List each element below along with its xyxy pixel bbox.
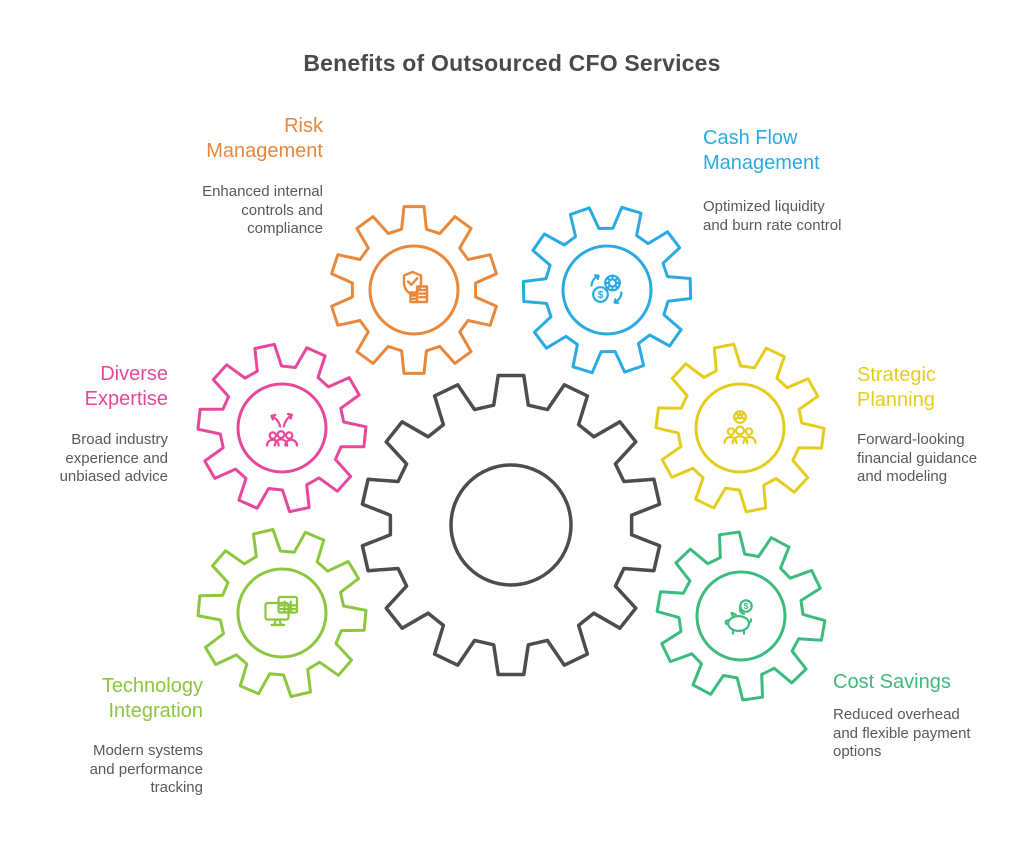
gear-technology-integration — [196, 528, 368, 698]
item-title-cash-flow-management: Cash Flow Management — [703, 127, 820, 174]
dollar-glyph: $ — [598, 289, 604, 301]
item-description-risk-management: Enhanced internal controls and complianc… — [202, 183, 323, 237]
gear-cost-savings: $ — [655, 530, 827, 702]
dollar-glyph: $ — [744, 601, 749, 611]
gear-outline — [521, 205, 693, 375]
item-description-cost-savings: Reduced overhead and flexible payment op… — [833, 706, 971, 760]
gear-outline — [330, 205, 498, 375]
item-title-technology-integration: Technology Integration — [101, 675, 203, 722]
gear-inner-ring — [449, 463, 573, 587]
gear-strategic-planning — [654, 342, 826, 514]
item-title-cost-savings: Cost Savings — [833, 671, 951, 693]
currency-cycle-icon: $ — [590, 274, 623, 304]
item-technology-integration: Technology Integration Modern systems an… — [68, 674, 203, 798]
piggy-bank-coin-icon: $ — [724, 599, 753, 635]
team-ball-icon — [723, 410, 757, 445]
item-diverse-expertise: Diverse Expertise Broad industry experie… — [38, 362, 168, 487]
item-cash-flow-management: Cash Flow Management Optimized liquidity… — [703, 126, 851, 235]
gear-cash-flow-management: $ — [521, 205, 693, 375]
gear-outline — [196, 528, 368, 698]
monitor-spreadsheet-icon — [264, 595, 299, 627]
item-title-strategic-planning: Strategic Planning — [857, 364, 936, 411]
diverse-team-icon — [265, 412, 299, 447]
gear-risk-management — [330, 205, 498, 375]
gear-inner-ring — [236, 567, 328, 659]
gear-outline — [196, 342, 368, 514]
item-title-risk-management: Risk Management — [206, 115, 323, 162]
item-description-cash-flow-management: Optimized liquidity and burn rate contro… — [703, 198, 842, 234]
gear-outline — [654, 342, 826, 514]
item-cost-savings: Cost Savings Reduced overhead and flexib… — [833, 670, 993, 762]
gear-diverse-expertise — [196, 342, 368, 514]
gear-outline — [655, 530, 827, 702]
page-title: Benefits of Outsourced CFO Services — [303, 50, 721, 76]
gear-outline — [360, 373, 662, 677]
gear-inner-ring — [694, 382, 786, 474]
gear-inner-ring — [561, 244, 653, 336]
gear-inner-ring — [368, 244, 460, 336]
item-description-strategic-planning: Forward-looking financial guidance and m… — [857, 431, 978, 485]
item-risk-management: Risk Management Enhanced internal contro… — [183, 114, 323, 239]
item-description-diverse-expertise: Broad industry experience and unbiased a… — [59, 431, 168, 485]
center-gear — [360, 373, 662, 677]
item-description-technology-integration: Modern systems and performance tracking — [89, 742, 203, 796]
item-strategic-planning: Strategic Planning Forward-looking finan… — [857, 363, 992, 487]
gear-inner-ring — [695, 570, 787, 662]
gear-inner-ring — [236, 382, 328, 474]
item-title-diverse-expertise: Diverse Expertise — [84, 363, 168, 410]
shield-check-building-icon — [402, 270, 429, 304]
